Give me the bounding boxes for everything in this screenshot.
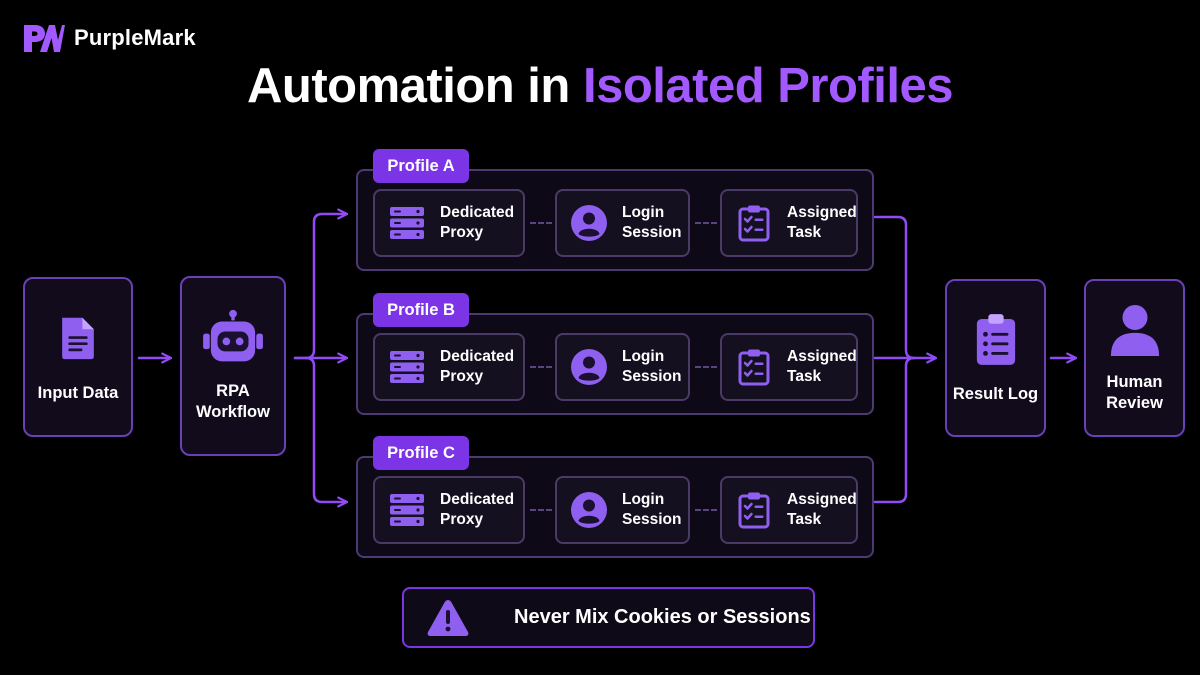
dashed-connector	[530, 509, 552, 511]
proxy-label-line1: Dedicated	[440, 347, 515, 365]
task-checklist-icon	[735, 491, 773, 529]
dashed-connector	[695, 509, 717, 511]
user-circle-icon	[570, 491, 608, 529]
robot-icon	[203, 310, 263, 362]
task-label-line1: Assigned	[787, 203, 857, 221]
task-label-line2: Task	[787, 368, 822, 385]
input-data-label: Input Data	[37, 383, 119, 402]
dashed-connector	[695, 366, 717, 368]
input-data-node: Input Data	[23, 277, 133, 437]
arrow-rpa-to-profile-a	[293, 208, 349, 360]
human-label-line2: Review	[1106, 394, 1163, 412]
profile-b-tag: Profile B	[373, 293, 469, 327]
proxy-label-line2: Proxy	[440, 224, 484, 241]
login-label-line1: Login	[622, 203, 665, 221]
dashed-connector	[530, 366, 552, 368]
title-accent: Isolated Profiles	[582, 59, 954, 113]
result-log-label: Result Log	[952, 384, 1039, 403]
warning-banner: Never Mix Cookies or Sessions	[402, 587, 815, 648]
line-profile-c-to-result	[873, 356, 916, 504]
rpa-workflow-label: RPA Workflow	[196, 381, 270, 422]
pm-logo-icon	[24, 25, 65, 52]
proxy-label-line1: Dedicated	[440, 203, 515, 221]
task-checklist-icon	[735, 348, 773, 386]
rpa-workflow-node: RPA Workflow	[180, 276, 286, 456]
rpa-label-line2: Workflow	[196, 403, 270, 421]
dashed-connector	[695, 222, 717, 224]
warning-triangle-icon	[427, 599, 469, 636]
login-label-line1: Login	[622, 490, 665, 508]
profile-c-tag: Profile C	[373, 436, 469, 470]
task-label-line2: Task	[787, 224, 822, 241]
result-log-node: Result Log	[945, 279, 1046, 437]
page-title: Automation in Isolated Profiles	[0, 58, 1200, 114]
server-icon	[388, 348, 426, 386]
line-profile-a-to-result	[873, 215, 916, 360]
login-label-line2: Session	[622, 368, 682, 385]
dashed-connector	[530, 222, 552, 224]
user-circle-icon	[570, 348, 608, 386]
warning-text: Never Mix Cookies or Sessions	[514, 606, 811, 628]
login-label-line1: Login	[622, 347, 665, 365]
task-label-line1: Assigned	[787, 490, 857, 508]
server-icon	[388, 204, 426, 242]
task-label-line1: Assigned	[787, 347, 857, 365]
user-icon	[1110, 305, 1159, 357]
proxy-label-line2: Proxy	[440, 511, 484, 528]
login-label-line2: Session	[622, 224, 682, 241]
arrow-rpa-to-profile-c	[304, 356, 349, 508]
task-checklist-icon	[735, 204, 773, 242]
brand-name: PurpleMark	[74, 25, 196, 50]
profile-a-tag: Profile A	[373, 149, 469, 183]
server-icon	[388, 491, 426, 529]
proxy-label-line2: Proxy	[440, 368, 484, 385]
human-label-line1: Human	[1106, 373, 1163, 392]
login-label-line2: Session	[622, 511, 682, 528]
proxy-label-line1: Dedicated	[440, 490, 515, 508]
clipboard-list-icon	[976, 313, 1015, 365]
title-prefix: Automation in	[247, 59, 570, 113]
task-label-line2: Task	[787, 511, 822, 528]
brand: PurpleMark	[22, 22, 196, 54]
user-circle-icon	[570, 204, 608, 242]
document-icon	[62, 317, 94, 359]
rpa-label-line1: RPA	[216, 382, 250, 401]
